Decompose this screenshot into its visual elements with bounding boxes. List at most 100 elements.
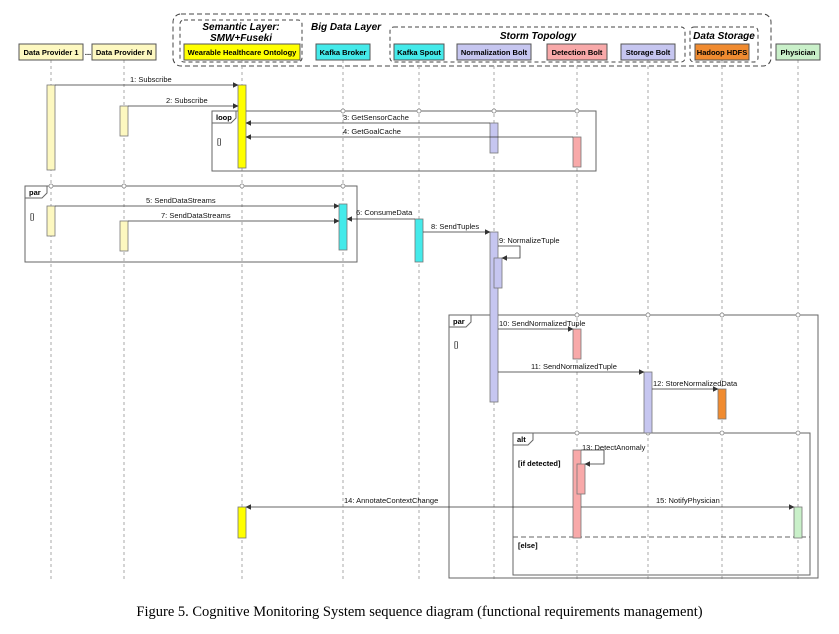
loop-guard: [] — [217, 137, 221, 146]
gate — [574, 312, 580, 318]
big-data-layer-label: Big Data Layer — [311, 22, 382, 33]
loop-fragment — [211, 110, 597, 172]
participant-box-normalization-bolt — [456, 43, 532, 61]
message-arrows — [55, 82, 795, 510]
message-11-label: 11: SendNormalizedTuple — [531, 362, 617, 371]
figure-caption: Figure 5. Cognitive Monitoring System se… — [136, 604, 703, 620]
activation-hadoop-hdfs — [717, 388, 727, 420]
gate — [645, 312, 651, 318]
loop-operator-label: loop — [216, 113, 232, 122]
gate — [795, 312, 801, 318]
gate — [340, 108, 346, 114]
par-guard-1: [] — [30, 212, 34, 221]
message-13-label: 13: DetectAnomaly — [582, 443, 646, 452]
participant-box-storage-bolt — [620, 43, 676, 61]
activation-ontology — [237, 84, 247, 169]
participant-box-detection-bolt — [546, 43, 608, 61]
gate — [239, 183, 245, 189]
activation-data-provider-1-par — [46, 205, 56, 237]
activations — [46, 84, 803, 539]
message-10-label: 10: SendNormalizedTuple — [499, 319, 585, 328]
storm-topology-label: Storm Topology — [500, 31, 577, 42]
group-boxes: Semantic Layer: SMW+Fuseki Big Data Laye… — [172, 13, 772, 67]
gate — [719, 430, 725, 436]
participant-label-physician: Physician — [780, 48, 815, 57]
gate — [574, 108, 580, 114]
participant-label-kafka-broker: Kafka Broker — [320, 48, 367, 57]
par-operator-label-1: par — [29, 188, 41, 197]
participant-box-wearable-healthcare-ontology — [183, 43, 301, 61]
gate — [491, 108, 497, 114]
participant-label-normalization-bolt: Normalization Bolt — [461, 48, 528, 57]
participant-label-data-provider-1: Data Provider 1 — [23, 48, 78, 57]
message-9-arrow — [498, 245, 521, 261]
semantic-layer-group — [179, 19, 303, 63]
participant-ellipsis: ... — [85, 48, 91, 57]
activation-normalization-bolt — [489, 231, 499, 403]
activation-detection-bolt-1 — [572, 328, 582, 360]
activation-detection-self — [576, 463, 586, 495]
message-6-label: 6: ConsumeData — [356, 208, 413, 217]
activation-kafka-broker — [338, 203, 348, 251]
message-8-label: 8: SendTuples — [431, 222, 479, 231]
gate — [574, 430, 580, 436]
message-13-arrow — [581, 449, 605, 467]
par-fragment-1 — [24, 185, 358, 263]
par-guard-2: [] — [454, 340, 458, 349]
alt-operator-label: alt — [517, 435, 526, 444]
gate — [795, 430, 801, 436]
data-storage-group — [689, 26, 759, 63]
message-1-label: 1: Subscribe — [130, 75, 172, 84]
participant-heads: Data Provider 1 ... Data Provider N Wear… — [18, 43, 821, 61]
storm-topology-group — [389, 26, 686, 63]
participant-box-kafka-spout — [393, 43, 445, 61]
alt-guard-detected: [if detected] — [518, 459, 561, 468]
participant-box-data-provider-n — [91, 43, 157, 61]
alt-fragment — [512, 432, 811, 576]
alt-operator-tab — [512, 432, 534, 446]
participant-box-physician — [775, 43, 821, 61]
message-14-label: 14: AnnotateContextChange — [344, 496, 438, 505]
par-operator-label-2: par — [453, 317, 465, 326]
participant-label-kafka-spout: Kafka Spout — [397, 48, 441, 57]
gate — [416, 108, 422, 114]
data-storage-label: Data Storage — [693, 31, 755, 42]
message-15-label: 15: NotifyPhysician — [656, 496, 720, 505]
activation-normalization-self — [493, 257, 503, 289]
gate — [719, 312, 725, 318]
message-12-label: 12: StoreNormalizedData — [653, 379, 738, 388]
participant-label-detection-bolt: Detection Bolt — [552, 48, 603, 57]
par-operator-tab-2 — [448, 314, 472, 328]
message-4-label: 4: GetGoalCache — [343, 127, 401, 136]
activation-data-provider-n — [119, 105, 129, 137]
activation-normalization-loop — [489, 122, 499, 154]
activation-storage-bolt — [643, 371, 653, 434]
semantic-layer-sublabel: SMW+Fuseki — [210, 33, 272, 44]
participant-label-data-provider-n: Data Provider N — [96, 48, 152, 57]
alt-guard-else: [else] — [518, 541, 538, 550]
gate — [121, 183, 127, 189]
message-7-label: 7: SendDataStreams — [161, 211, 231, 220]
par-operator-tab-1 — [24, 185, 48, 199]
participant-label-wearable-healthcare-ontology: Wearable Healthcare Ontology — [188, 48, 297, 57]
gate — [340, 183, 346, 189]
fragment-labels: loop [] par [] par [] alt [if detected] … — [29, 113, 561, 550]
message-5-label: 5: SendDataStreams — [146, 196, 216, 205]
par-fragment-2 — [448, 314, 819, 579]
participant-label-storage-bolt: Storage Bolt — [626, 48, 671, 57]
activation-kafka-spout — [414, 218, 424, 263]
fragments — [24, 110, 819, 579]
activation-ontology-annotate — [237, 506, 247, 539]
message-9-label: 9: NormalizeTuple — [499, 236, 560, 245]
message-2-label: 2: Subscribe — [166, 96, 208, 105]
semantic-layer-label: Semantic Layer: — [202, 22, 279, 33]
participant-box-hadoop-hdfs — [694, 43, 750, 61]
participant-label-hadoop-hdfs: Hadoop HDFS — [697, 48, 747, 57]
activation-data-provider-n-par — [119, 220, 129, 252]
loop-operator-tab — [211, 110, 237, 124]
activation-physician — [793, 506, 803, 539]
participant-box-kafka-broker — [315, 43, 371, 61]
message-3-label: 3: GetSensorCache — [343, 113, 409, 122]
message-labels: 1: Subscribe 2: Subscribe 3: GetSensorCa… — [130, 75, 738, 505]
activation-data-provider-1 — [46, 84, 56, 171]
